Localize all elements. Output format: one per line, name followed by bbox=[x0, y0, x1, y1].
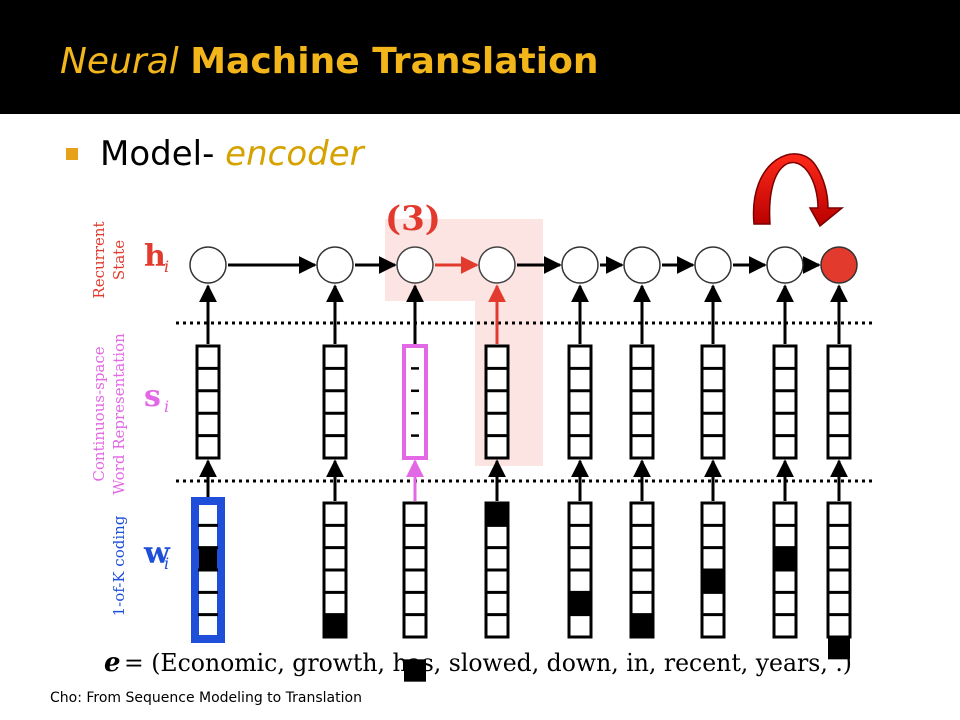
citation-caption: Cho: From Sequence Modeling to Translati… bbox=[50, 690, 362, 706]
onehot-active-cell bbox=[486, 503, 508, 526]
onehot-active-cell bbox=[569, 592, 591, 615]
embedding-vector bbox=[700, 344, 726, 460]
row-label-line: Word Representation bbox=[110, 333, 128, 495]
onehot-active-cell bbox=[702, 570, 724, 593]
onehot-vector bbox=[567, 501, 593, 639]
onehot-vector bbox=[484, 501, 510, 639]
embedding-vector bbox=[826, 344, 852, 460]
step-label: (3) bbox=[385, 199, 441, 239]
onehot-active-cell bbox=[197, 547, 219, 570]
onehot-vector bbox=[322, 501, 348, 639]
row-symbol-w: w bbox=[143, 536, 171, 571]
row-label-line: Continuous-space bbox=[90, 346, 108, 481]
embedding-vector bbox=[772, 344, 798, 460]
recurrent-state-node bbox=[623, 246, 661, 284]
embedding-vector bbox=[195, 344, 221, 460]
recurrent-state-node bbox=[561, 246, 599, 284]
slide-title: Neural Machine Translation bbox=[60, 38, 598, 86]
row-label-line: Recurrent bbox=[90, 221, 108, 298]
title-part-mt: Machine Translation bbox=[190, 41, 599, 82]
onehot-vector bbox=[826, 501, 852, 639]
onehot-vector bbox=[772, 501, 798, 639]
curved-arrow-icon bbox=[752, 153, 845, 228]
recurrent-state-node bbox=[189, 246, 227, 284]
recurrent-state-node bbox=[316, 246, 354, 284]
onehot-active-cell bbox=[324, 614, 346, 637]
recurrent-state-node bbox=[478, 246, 516, 284]
bullet-emphasis: encoder bbox=[225, 134, 364, 174]
row-label-line: 1-of-K coding bbox=[110, 515, 128, 616]
onehot-highlight-frame bbox=[191, 497, 225, 643]
embedding-vector bbox=[567, 344, 593, 460]
embedding-vector bbox=[322, 344, 348, 460]
onehot-active-cell bbox=[404, 659, 426, 682]
embedding-vector bbox=[402, 344, 428, 460]
recurrent-state-node bbox=[766, 246, 804, 284]
row-symbol-s: s bbox=[144, 379, 161, 414]
onehot-active-cell bbox=[828, 637, 850, 660]
square-bullet-icon bbox=[66, 148, 78, 160]
onehot-active-cell bbox=[774, 547, 796, 570]
row-subscript-s: i bbox=[164, 397, 169, 416]
row-subscript-h: i bbox=[164, 257, 169, 276]
title-bar: Neural Machine Translation bbox=[0, 0, 960, 110]
onehot-vector bbox=[195, 501, 221, 639]
onehot-vector bbox=[402, 501, 428, 639]
recurrent-state-node bbox=[396, 246, 434, 284]
recurrent-state-node bbox=[694, 246, 732, 284]
embedding-vector bbox=[484, 344, 510, 460]
onehot-vector bbox=[629, 501, 655, 639]
sentence-text: = (Economic, growth, has, slowed, down, … bbox=[124, 649, 852, 677]
bullet-text: Model- encoder bbox=[100, 134, 364, 174]
embedding-vector bbox=[629, 344, 655, 460]
onehot-vector bbox=[700, 501, 726, 639]
sentence-lhs: e bbox=[104, 648, 121, 678]
bullet-prefix: Model- bbox=[100, 134, 226, 174]
row-symbol-h: h bbox=[144, 239, 166, 274]
row-subscript-w: i bbox=[164, 554, 169, 573]
onehot-active-cell bbox=[631, 614, 653, 637]
row-label-line: State bbox=[110, 240, 128, 280]
title-part-neural: Neural bbox=[60, 41, 179, 82]
recurrent-state-node bbox=[820, 246, 858, 284]
